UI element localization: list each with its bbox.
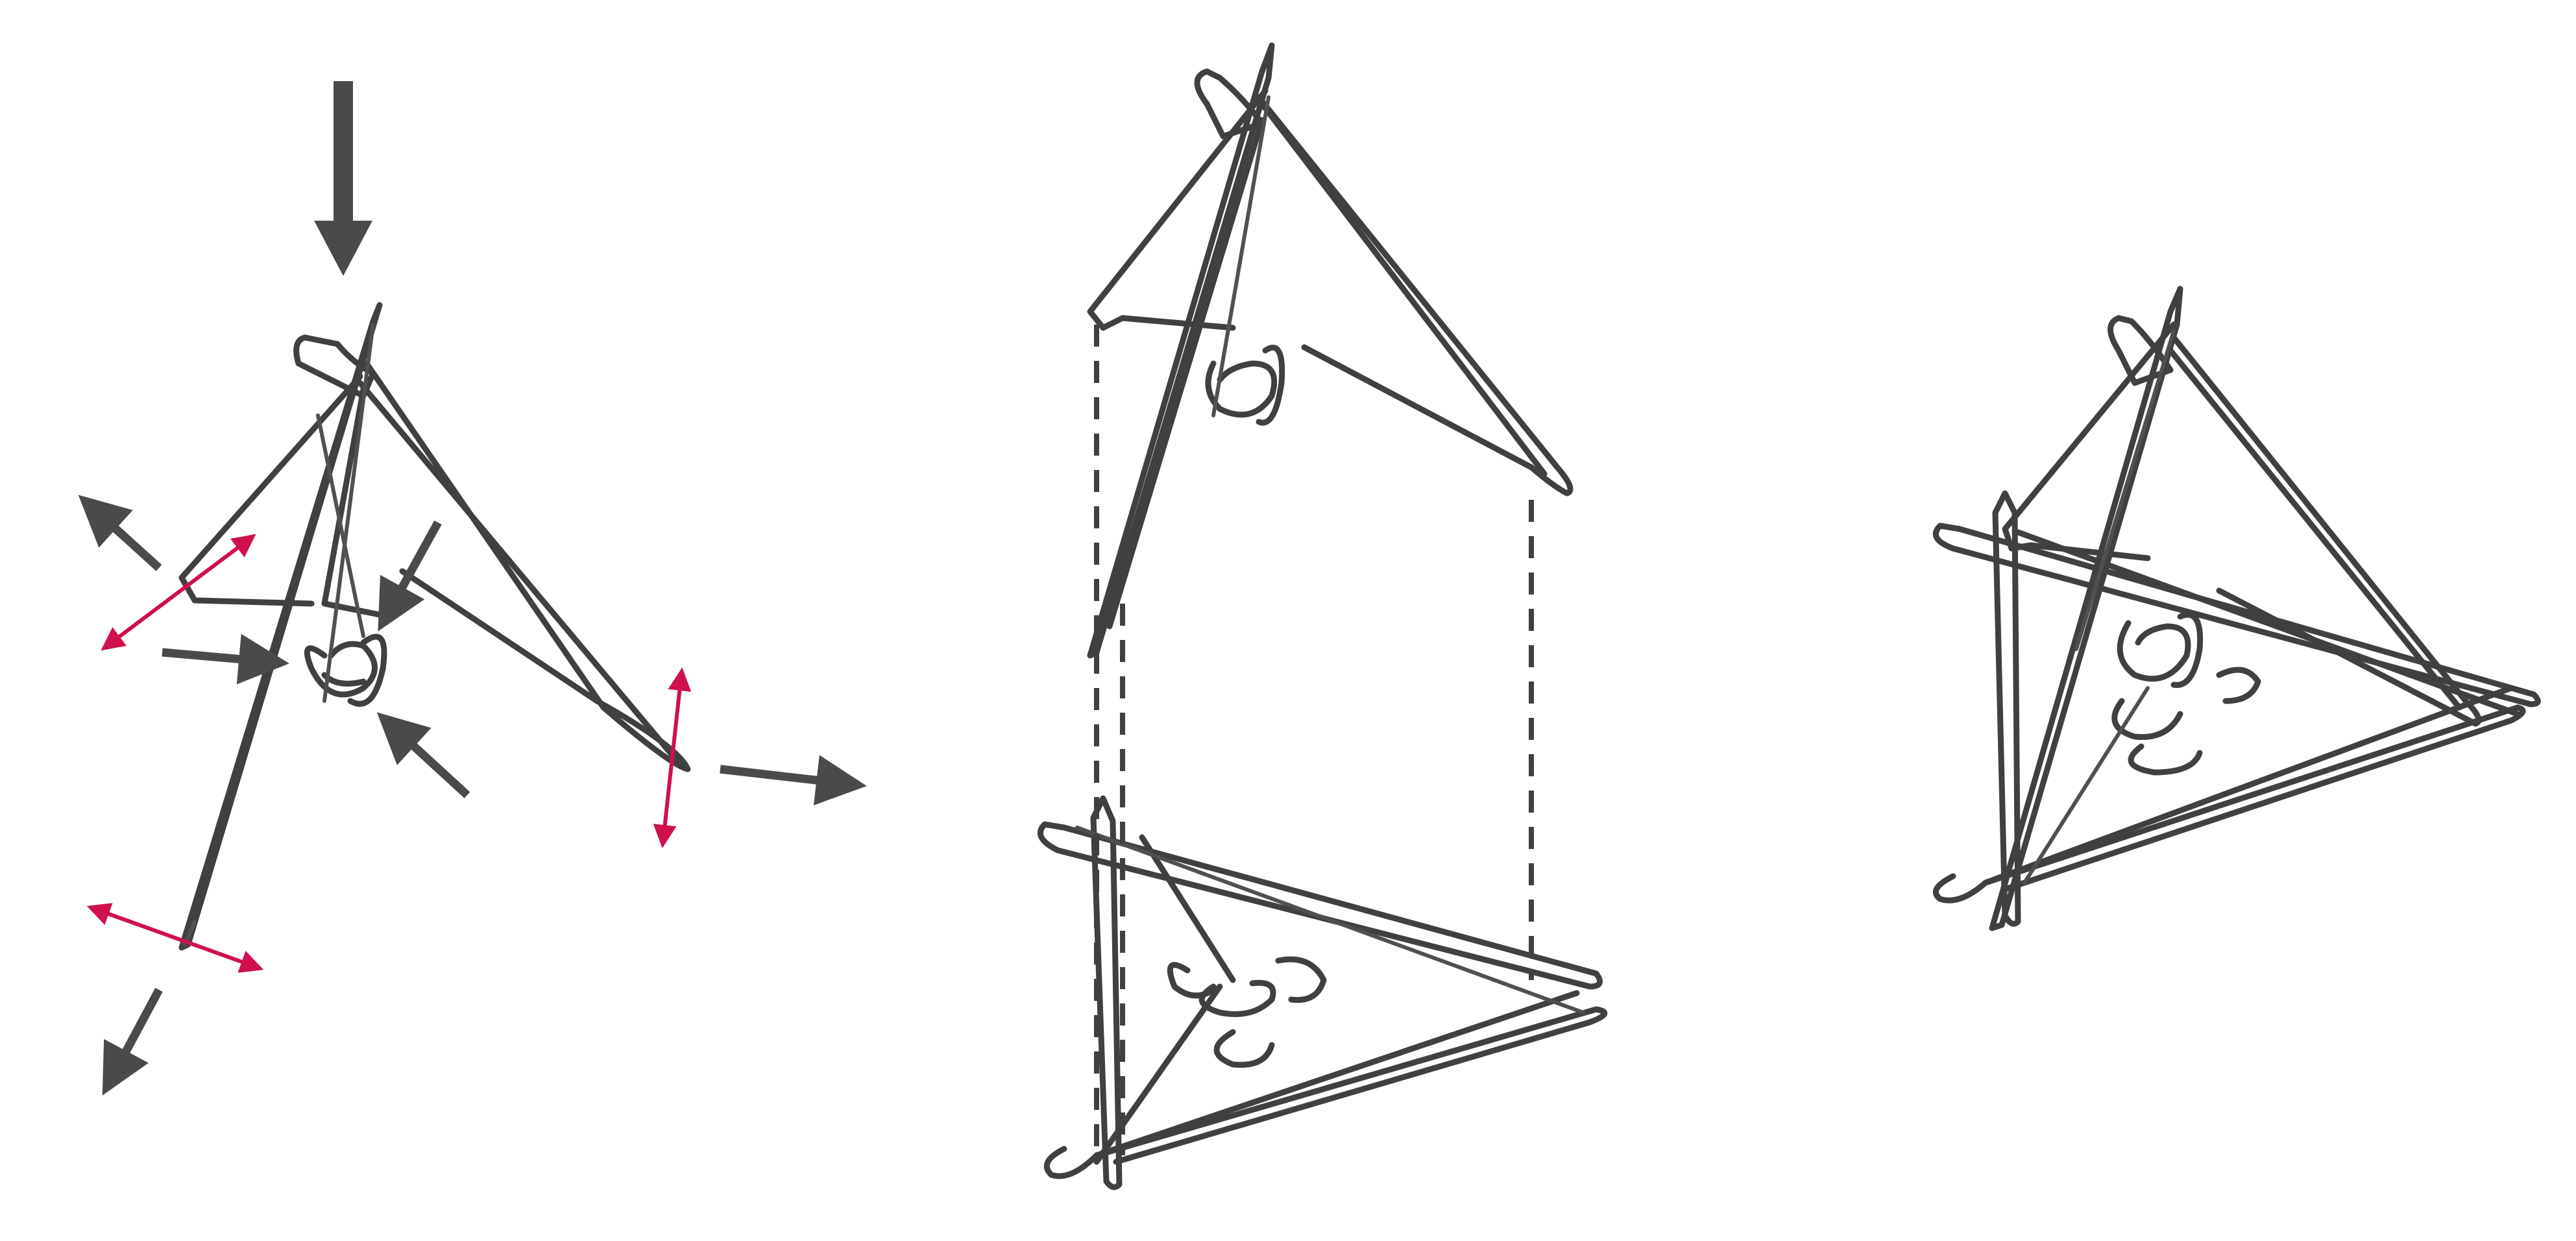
double-headed-arrow-icon [653,667,692,848]
outward-arrow-icon [720,755,867,805]
outward-arrow-icon [102,987,163,1096]
panel-combined-assembly [1932,286,2541,931]
force-arrows [78,495,867,1096]
load-arrow [314,81,372,276]
outward-arrow-icon [78,495,162,571]
inward-arrow-icon [162,633,289,685]
alignment-guides [1094,325,1534,1155]
inward-arrow-icon [378,520,442,632]
deformation-arrows [86,534,692,973]
combined-hanger-structure [1932,286,2541,931]
double-headed-arrow-icon [101,534,256,651]
panel-structure-forces [78,81,867,1096]
upper-hanger-pair [1087,42,1574,659]
hanger-tetrahedron [178,302,691,951]
panel-exploded-assembly [1037,42,1608,1190]
inward-arrow-icon [376,712,470,798]
double-headed-arrow-icon [86,903,264,973]
lower-hanger-triangle [1037,795,1608,1190]
